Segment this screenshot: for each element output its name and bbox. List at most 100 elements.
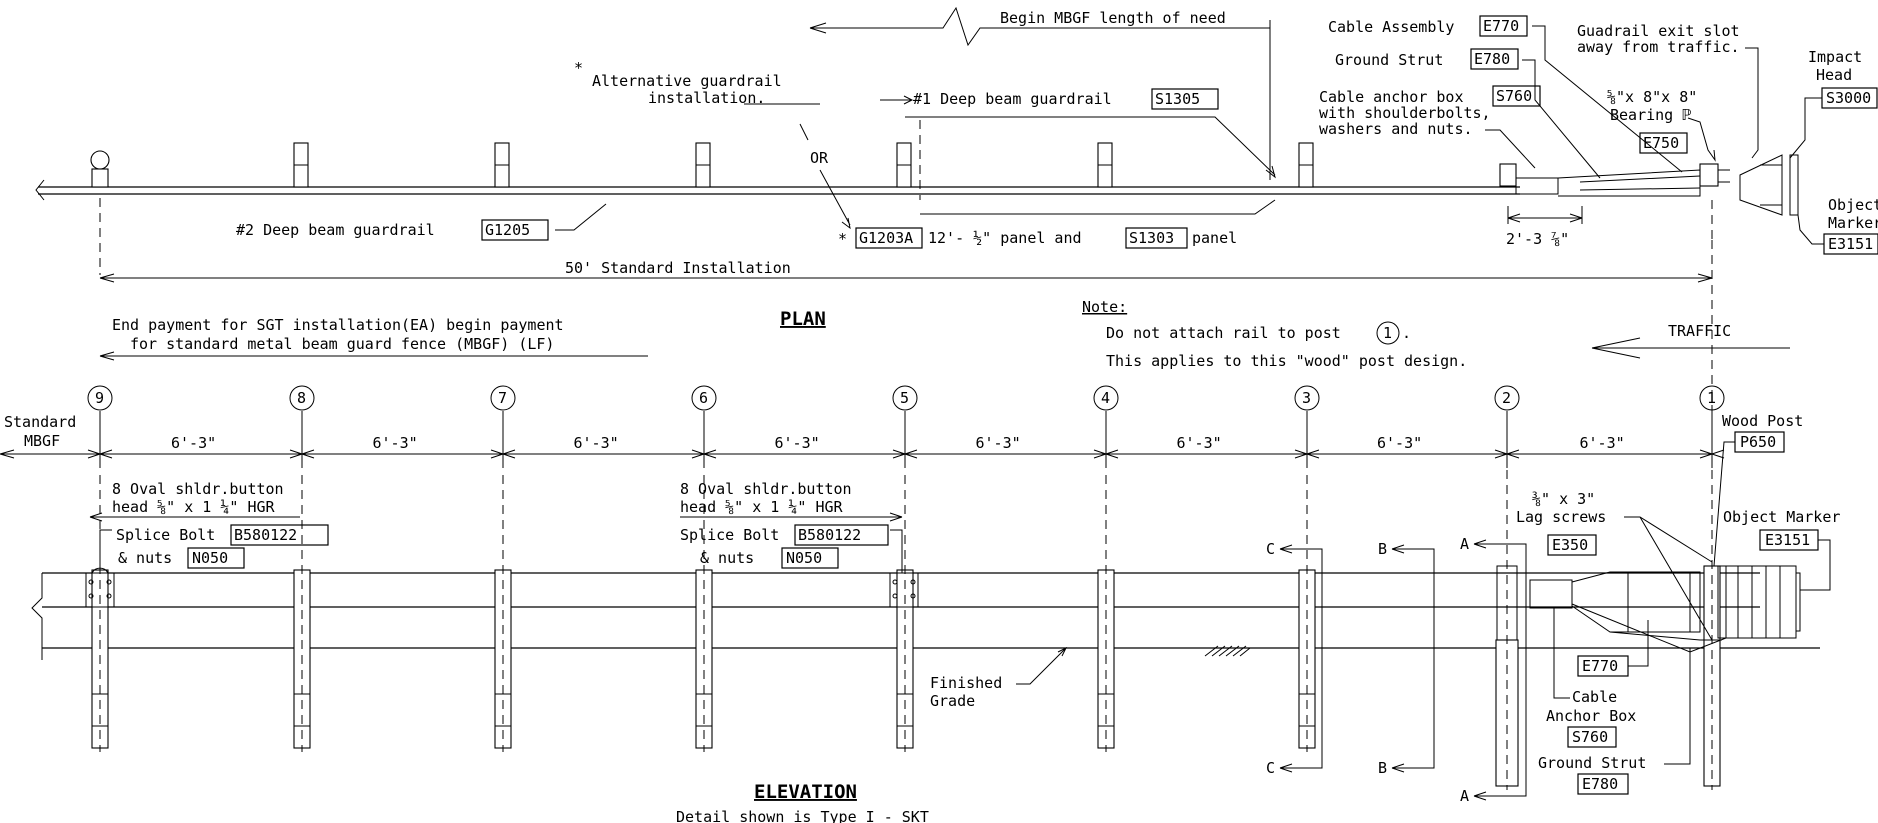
cable-assembly-label: Cable Assembly [1328, 18, 1454, 36]
cable-box-code: S760 [1572, 728, 1608, 746]
elevation-subtitle: Detail shown is Type I - SKT [676, 808, 929, 823]
or-label: OR [810, 149, 829, 167]
post-number-circle [289, 385, 315, 411]
plan-view: Begin MBGF length of need * Alternative … [35, 6, 1878, 430]
impact-head-code: S3000 [1826, 89, 1871, 107]
post-number-circle [892, 385, 918, 411]
section-a-bottom: A [1460, 787, 1469, 805]
finished-grade-2: Grade [930, 692, 975, 710]
bolt-note-right-1: 8 Oval shldr.button [680, 480, 852, 498]
post-number-circle [87, 385, 113, 411]
post-number: 1 [1707, 389, 1716, 407]
exit-slot-line2: away from traffic. [1577, 38, 1740, 56]
plan-posts [293, 142, 1314, 188]
cable-label-2: Anchor Box [1546, 707, 1636, 725]
post-number: 3 [1302, 389, 1311, 407]
splice-bolt-left-code: B580122 [234, 526, 297, 544]
dim-anchor: 2'-3 ⅞" [1506, 230, 1569, 248]
cable-assembly-code: E770 [1483, 17, 1519, 35]
impact-head-line1: Impact [1808, 48, 1862, 66]
post-number: 2 [1502, 389, 1511, 407]
plan-post-round [90, 150, 110, 170]
anchor-box-line1: Cable anchor box [1319, 88, 1464, 106]
spacing-label: 6'-3" [574, 434, 619, 452]
post-number: 7 [498, 389, 507, 407]
finished-grade-1: Finished [930, 674, 1002, 692]
end-payment-2: for standard metal beam guard fence (MBG… [130, 335, 554, 353]
nuts-right-label: & nuts [700, 549, 754, 567]
bearing-code: E750 [1643, 134, 1679, 152]
post-number-circle [490, 385, 516, 411]
post-number-circle [1494, 385, 1520, 411]
splice-bolt-right-label: Splice Bolt [680, 526, 779, 544]
traffic-label: TRAFFIC [1668, 322, 1731, 340]
spacing-label: 6'-3" [1580, 434, 1625, 452]
deep-beam-1-label: #1 Deep beam guardrail [913, 90, 1112, 108]
nuts-left-label: & nuts [118, 549, 172, 567]
bolt-note-left-1: 8 Oval shldr.button [112, 480, 284, 498]
note-line1-end: . [1402, 324, 1411, 342]
plan-title: PLAN [780, 308, 826, 330]
post-number-circle [1699, 385, 1725, 411]
lag-line1: ⅜" x 3" [1532, 490, 1595, 508]
object-marker-line2: Marker [1828, 214, 1878, 232]
spacing-dimensions: 6'-3"6'-3"6'-3"6'-3"6'-3"6'-3"6'-3"6'-3" [171, 434, 1625, 452]
bolt-note-left-2: head ⅝" x 1 ¼" HGR [112, 498, 276, 516]
alt-asterisk: * [574, 59, 583, 77]
nuts-right-code: N050 [786, 549, 822, 567]
deep-beam-2-label: #2 Deep beam guardrail [236, 221, 435, 239]
bearing-line2: Bearing ℙ [1610, 106, 1691, 124]
spacing-label: 6'-3" [775, 434, 820, 452]
spacing-label: 6'-3" [373, 434, 418, 452]
end-payment-1: End payment for SGT installation(EA) beg… [112, 316, 564, 334]
wood-post-code: P650 [1740, 433, 1776, 451]
elev-ground-strut-label: Ground Strut [1538, 754, 1646, 772]
alt-note-2: installation. [648, 89, 765, 107]
anchor-box-code: S760 [1496, 87, 1532, 105]
post-number: 6 [699, 389, 708, 407]
alt-panel-mid: 12'- ½" panel and [928, 229, 1082, 247]
section-b-bottom: B [1378, 759, 1387, 777]
wood-post-label: Wood Post [1722, 412, 1803, 430]
alt-panel-code-a: G1203A [859, 229, 913, 247]
plan-anchor-assembly [1499, 154, 1799, 216]
alt-panel-asterisk: * [838, 230, 847, 248]
post-number-circle [1093, 385, 1119, 411]
elev-ground-strut-code: E780 [1582, 775, 1618, 793]
post-number-circle [691, 385, 717, 411]
section-c-top: C [1266, 540, 1275, 558]
object-marker-line1: Object [1828, 196, 1878, 214]
exit-slot-line1: Guadrail exit slot [1577, 22, 1740, 40]
deep-beam-1-code: S1305 [1155, 90, 1200, 108]
elev-object-marker-label: Object Marker [1723, 508, 1840, 526]
splice-bolt-left-label: Splice Bolt [116, 526, 215, 544]
spacing-label: 6'-3" [976, 434, 1021, 452]
post-number: 9 [95, 389, 104, 407]
spacing-label: 6'-3" [1377, 434, 1422, 452]
note-title: Note: [1082, 298, 1127, 316]
post-number-circle [1294, 385, 1320, 411]
nuts-left-code: N050 [192, 549, 228, 567]
post-number: 8 [297, 389, 306, 407]
section-c-bottom: C [1266, 759, 1275, 777]
post-number: 4 [1101, 389, 1110, 407]
bearing-line1: ⅝"x 8"x 8" [1607, 88, 1697, 106]
anchor-box-line3: washers and nuts. [1319, 120, 1473, 138]
elevation-anchor-assembly [1529, 565, 1801, 653]
section-a-top: A [1460, 535, 1469, 553]
deep-beam-2-code: G1205 [485, 221, 530, 239]
impact-head-line2: Head [1816, 66, 1852, 84]
note-line2: This applies to this "wood" post design. [1106, 352, 1467, 370]
note-post-number: 1 [1383, 324, 1392, 342]
cable-label-1: Cable [1572, 688, 1617, 706]
splice-plate [889, 572, 919, 608]
spacing-label: 6'-3" [1177, 434, 1222, 452]
elevation-title: ELEVATION [754, 781, 857, 803]
lag-code: E350 [1552, 536, 1588, 554]
anchor-box-line2: with shoulderbolts, [1319, 104, 1491, 122]
elev-cable-code: E770 [1582, 657, 1618, 675]
bolt-note-right-2: head ⅝" x 1 ¼" HGR [680, 498, 844, 516]
note-line1: Do not attach rail to post [1106, 324, 1341, 342]
